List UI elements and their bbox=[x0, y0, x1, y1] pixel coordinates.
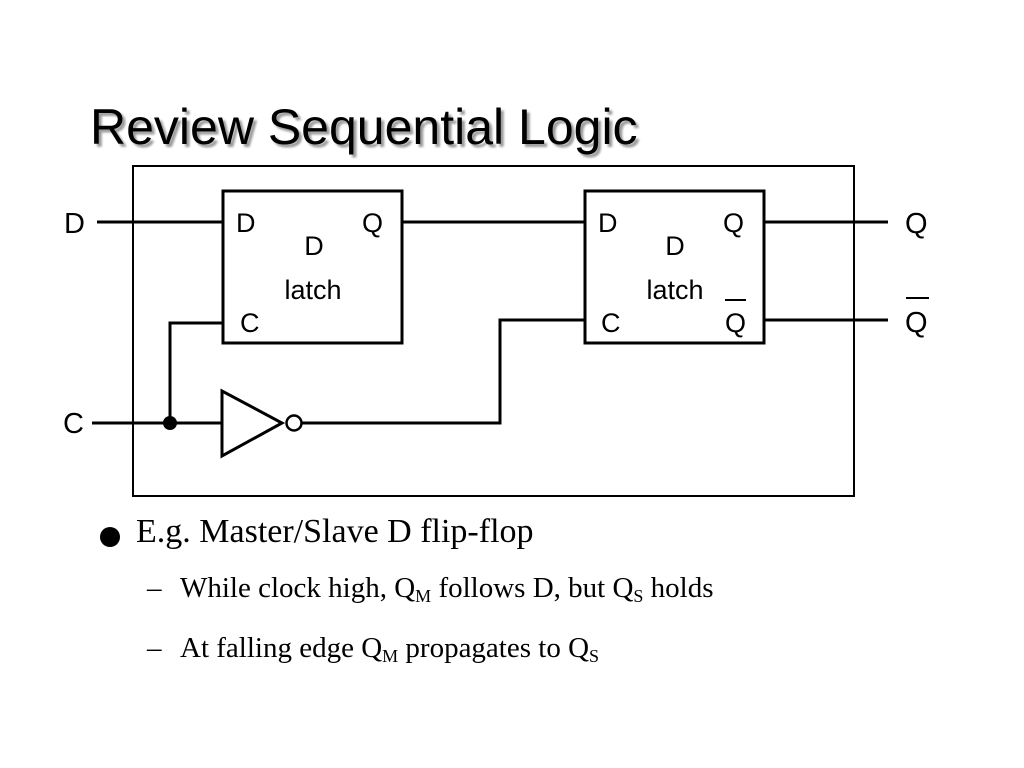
wire-clock-to-master bbox=[168, 321, 223, 423]
slave-latch-label-2: latch bbox=[646, 275, 703, 305]
inverter-triangle bbox=[220, 388, 286, 459]
slave-latch-label-1: D bbox=[665, 231, 685, 261]
slave-latch-pin-q: Q bbox=[723, 208, 744, 238]
bullet-sub-1-subscript-s: S bbox=[633, 586, 644, 606]
master-latch-label-1: D bbox=[304, 231, 324, 261]
bullet-main-text: E.g. Master/Slave D flip-flop bbox=[136, 513, 534, 550]
slave-latch-pin-d: D bbox=[598, 208, 618, 238]
master-latch-pin-c: C bbox=[240, 308, 260, 338]
bullet-sub-1-subscript-m: M bbox=[415, 586, 432, 606]
bullet-list: E.g. Master/Slave D flip-flop –While clo… bbox=[100, 510, 714, 674]
output-label-q: Q bbox=[905, 208, 928, 240]
output-label-qbar: Q bbox=[905, 307, 928, 339]
bullet-sub-2-subscript-s: S bbox=[589, 646, 600, 666]
slave-latch-pin-qbar: Q bbox=[725, 308, 746, 338]
wires bbox=[92, 220, 888, 459]
diagram-frame bbox=[132, 165, 855, 497]
slide-title: Review Sequential Logic bbox=[90, 99, 638, 155]
bullet-dash: – bbox=[147, 572, 162, 604]
wire-inverted-clock-to-slave bbox=[302, 318, 585, 425]
bullet-dash: – bbox=[147, 632, 162, 664]
bullet-sub-2: –At falling edge QM propagates to QS bbox=[147, 630, 714, 674]
clock-junction-dot bbox=[163, 416, 177, 430]
bullet-sub-2-text-a: At falling edge Q bbox=[180, 632, 383, 664]
inverter-bubble bbox=[285, 414, 303, 432]
master-latch-label-2: latch bbox=[284, 275, 341, 305]
input-label-d: D bbox=[64, 208, 85, 240]
master-latch-pin-d: D bbox=[236, 208, 256, 238]
slave-latch-box bbox=[583, 189, 766, 345]
bullet-sub-2-text-b: propagates to Q bbox=[398, 632, 590, 664]
master-latch-pin-q: Q bbox=[362, 208, 383, 238]
bullet-sub-2-subscript-m: M bbox=[382, 646, 399, 666]
bullet-sub-1: –While clock high, QM follows D, but QS … bbox=[147, 570, 714, 614]
bullet-sub-1-text-a: While clock high, Q bbox=[180, 572, 416, 604]
input-label-c: C bbox=[63, 408, 84, 440]
bullet-dot bbox=[100, 527, 120, 547]
slave-latch-pin-c: C bbox=[601, 308, 621, 338]
bullet-main: E.g. Master/Slave D flip-flop bbox=[100, 510, 714, 554]
bullet-sub-1-text-c: holds bbox=[643, 572, 714, 604]
master-latch-box bbox=[221, 189, 404, 345]
bullet-sub-1-text-b: follows D, but Q bbox=[431, 572, 634, 604]
